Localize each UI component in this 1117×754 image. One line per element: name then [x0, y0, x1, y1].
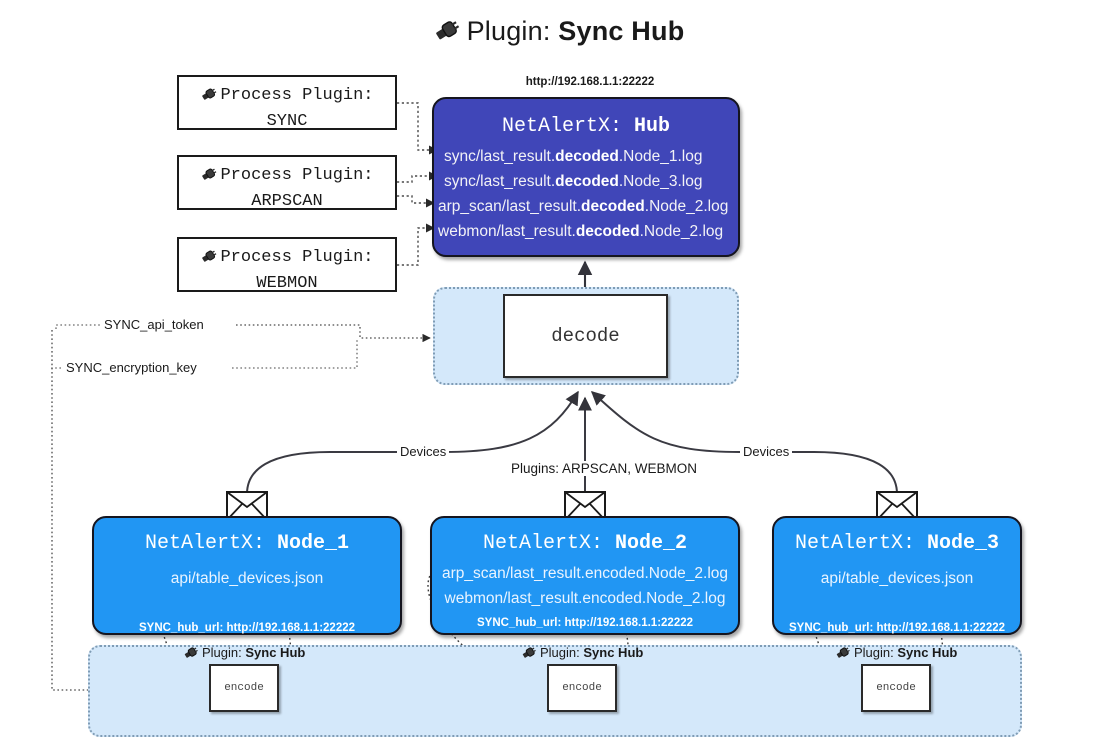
hub-title-name: Hub — [634, 115, 671, 138]
node-title: NetAlertX: Node_3 — [794, 532, 1000, 555]
encode-box-2[interactable]: encode — [547, 664, 617, 712]
title-name: Sync Hub — [558, 16, 685, 46]
process-plugin-label: Process Plugin: — [220, 248, 374, 267]
node-hub-url: SYNC_hub_url: http://192.168.1.1:22222 — [138, 622, 356, 634]
hub-log-line: sync/last_result.decoded.Node_1.log — [444, 148, 703, 165]
plug-icon — [433, 17, 463, 50]
edge-label-sync-encryption-key: SYNC_encryption_key — [63, 360, 200, 375]
hub-url-label: http://192.168.1.1:22222 — [525, 76, 655, 88]
node-to-decode-edges — [246, 390, 898, 495]
page-title: Plugin: Sync Hub — [0, 16, 1117, 50]
hub-log-line: webmon/last_result.decoded.Node_2.log — [438, 223, 724, 240]
plug-icon — [200, 248, 219, 272]
title-prefix: Plugin: — [466, 16, 551, 46]
process-plugin-arpscan[interactable]: Process Plugin: ARPSCAN — [177, 155, 397, 211]
hub-title: NetAlertX: Hub — [434, 115, 738, 138]
process-plugin-webmon[interactable]: Process Plugin: WEBMON — [177, 237, 397, 293]
plug-icon — [183, 645, 200, 663]
encode-plugin-label-3: Plugin: Sync Hub — [835, 645, 957, 663]
edge-label-plugins-center: Plugins: ARPSCAN, WEBMON — [508, 461, 701, 476]
edge-label-devices-right: Devices — [740, 444, 793, 459]
proc-to-hub-edges — [397, 102, 438, 266]
process-plugin-sync[interactable]: Process Plugin: SYNC — [177, 75, 397, 131]
process-plugin-name: ARPSCAN — [251, 192, 323, 211]
edge-label-devices-left: Devices — [397, 444, 450, 459]
hub-node[interactable]: NetAlertX: Hub sync/last_result.decoded.… — [432, 97, 740, 257]
envelope-icon — [564, 491, 606, 526]
process-plugin-name: WEBMON — [256, 274, 318, 293]
encode-box-1[interactable]: encode — [209, 664, 279, 712]
process-plugin-name: SYNC — [266, 112, 308, 131]
hub-title-prefix: NetAlertX: — [501, 115, 622, 138]
node-artifact-line: arp_scan/last_result.encoded.Node_2.log — [441, 565, 729, 582]
node-hub-url: SYNC_hub_url: http://192.168.1.1:22222 — [788, 622, 1006, 634]
node-artifact-line: api/table_devices.json — [820, 570, 974, 587]
decode-box[interactable]: decode — [503, 294, 668, 378]
node-box-node-1[interactable]: NetAlertX: Node_1 api/table_devices.json… — [92, 516, 402, 635]
process-plugin-label: Process Plugin: — [220, 166, 374, 185]
node-title: NetAlertX: Node_2 — [482, 532, 688, 555]
process-plugin-label: Process Plugin: — [220, 86, 374, 105]
plug-icon — [835, 645, 852, 663]
node-hub-url: SYNC_hub_url: http://192.168.1.1:22222 — [476, 617, 694, 629]
node-box-node-2[interactable]: NetAlertX: Node_2 arp_scan/last_result.e… — [430, 516, 740, 635]
plug-icon — [521, 645, 538, 663]
plug-icon — [200, 166, 219, 190]
encode-plugin-label-2: Plugin: Sync Hub — [521, 645, 643, 663]
hub-log-line: sync/last_result.decoded.Node_3.log — [444, 173, 703, 190]
node-artifact-line: api/table_devices.json — [170, 570, 324, 587]
encode-box-3[interactable]: encode — [861, 664, 931, 712]
hub-log-line: arp_scan/last_result.decoded.Node_2.log — [438, 198, 729, 215]
node-box-node-3[interactable]: NetAlertX: Node_3 api/table_devices.json… — [772, 516, 1022, 635]
envelope-icon — [226, 491, 268, 526]
node-title: NetAlertX: Node_1 — [144, 532, 350, 555]
edge-label-sync-api-token: SYNC_api_token — [101, 317, 207, 332]
node-artifact-line: webmon/last_result.encoded.Node_2.log — [444, 590, 726, 607]
plug-icon — [200, 86, 219, 110]
encode-plugin-label-1: Plugin: Sync Hub — [183, 645, 305, 663]
